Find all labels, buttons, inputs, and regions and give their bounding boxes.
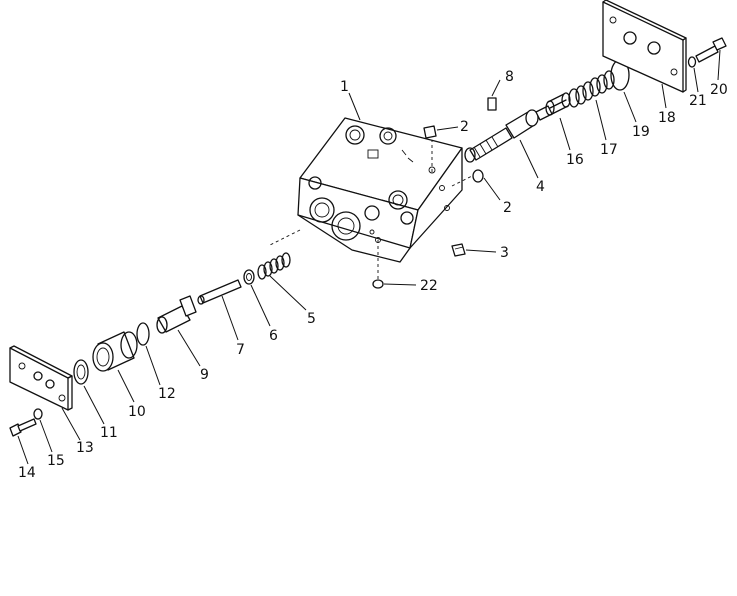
spool: [464, 105, 553, 163]
callout-18: 18: [658, 110, 676, 126]
callout-labels: 1 2 2 3 4 5 6 7 8 9 10 11 12 13 14 15 16…: [18, 69, 728, 481]
spring-5: [257, 252, 291, 280]
callout-22: 22: [420, 278, 438, 294]
ring-6: [243, 269, 255, 285]
washer-15: [33, 408, 43, 420]
ring-11: [73, 359, 89, 385]
pin-8: [487, 97, 497, 111]
callout-1: 1: [340, 79, 349, 95]
bolt-20: [695, 37, 727, 63]
callout-10: 10: [128, 404, 146, 420]
callout-17: 17: [600, 142, 618, 158]
valve-body: [269, 117, 473, 280]
plug-3: [451, 243, 466, 257]
callout-15: 15: [47, 453, 65, 469]
callout-3: 3: [500, 245, 509, 261]
washer-21: [687, 56, 697, 68]
plug-lower: [472, 169, 484, 183]
callout-7: 7: [236, 342, 245, 358]
callout-4: 4: [536, 179, 545, 195]
sleeve-10: [92, 331, 138, 372]
callout-6: 6: [269, 328, 278, 344]
callout-8: 8: [505, 69, 514, 85]
plug-upper: [423, 125, 437, 139]
callout-2-lower: 2: [503, 200, 512, 216]
callout-19: 19: [632, 124, 650, 140]
callout-12: 12: [158, 386, 176, 402]
leader-lines: [17, 49, 721, 465]
callout-9: 9: [200, 367, 209, 383]
callout-16: 16: [566, 152, 584, 168]
cover-plate-left: [9, 345, 73, 411]
spring-16: [545, 92, 571, 116]
o-ring-12: [136, 322, 150, 346]
piston-9: [156, 295, 197, 334]
spring-17: [568, 70, 615, 108]
callout-13: 13: [76, 440, 94, 456]
rod-7: [197, 279, 242, 305]
callout-14: 14: [18, 465, 36, 481]
callout-11: 11: [100, 425, 118, 441]
bolt-14: [9, 418, 37, 437]
plug-22: [372, 279, 384, 289]
callout-2-upper: 2: [460, 119, 469, 135]
callout-21: 21: [689, 93, 707, 109]
callout-5: 5: [307, 311, 316, 327]
cover-plate-right: [602, 0, 687, 93]
callout-20: 20: [710, 82, 728, 98]
